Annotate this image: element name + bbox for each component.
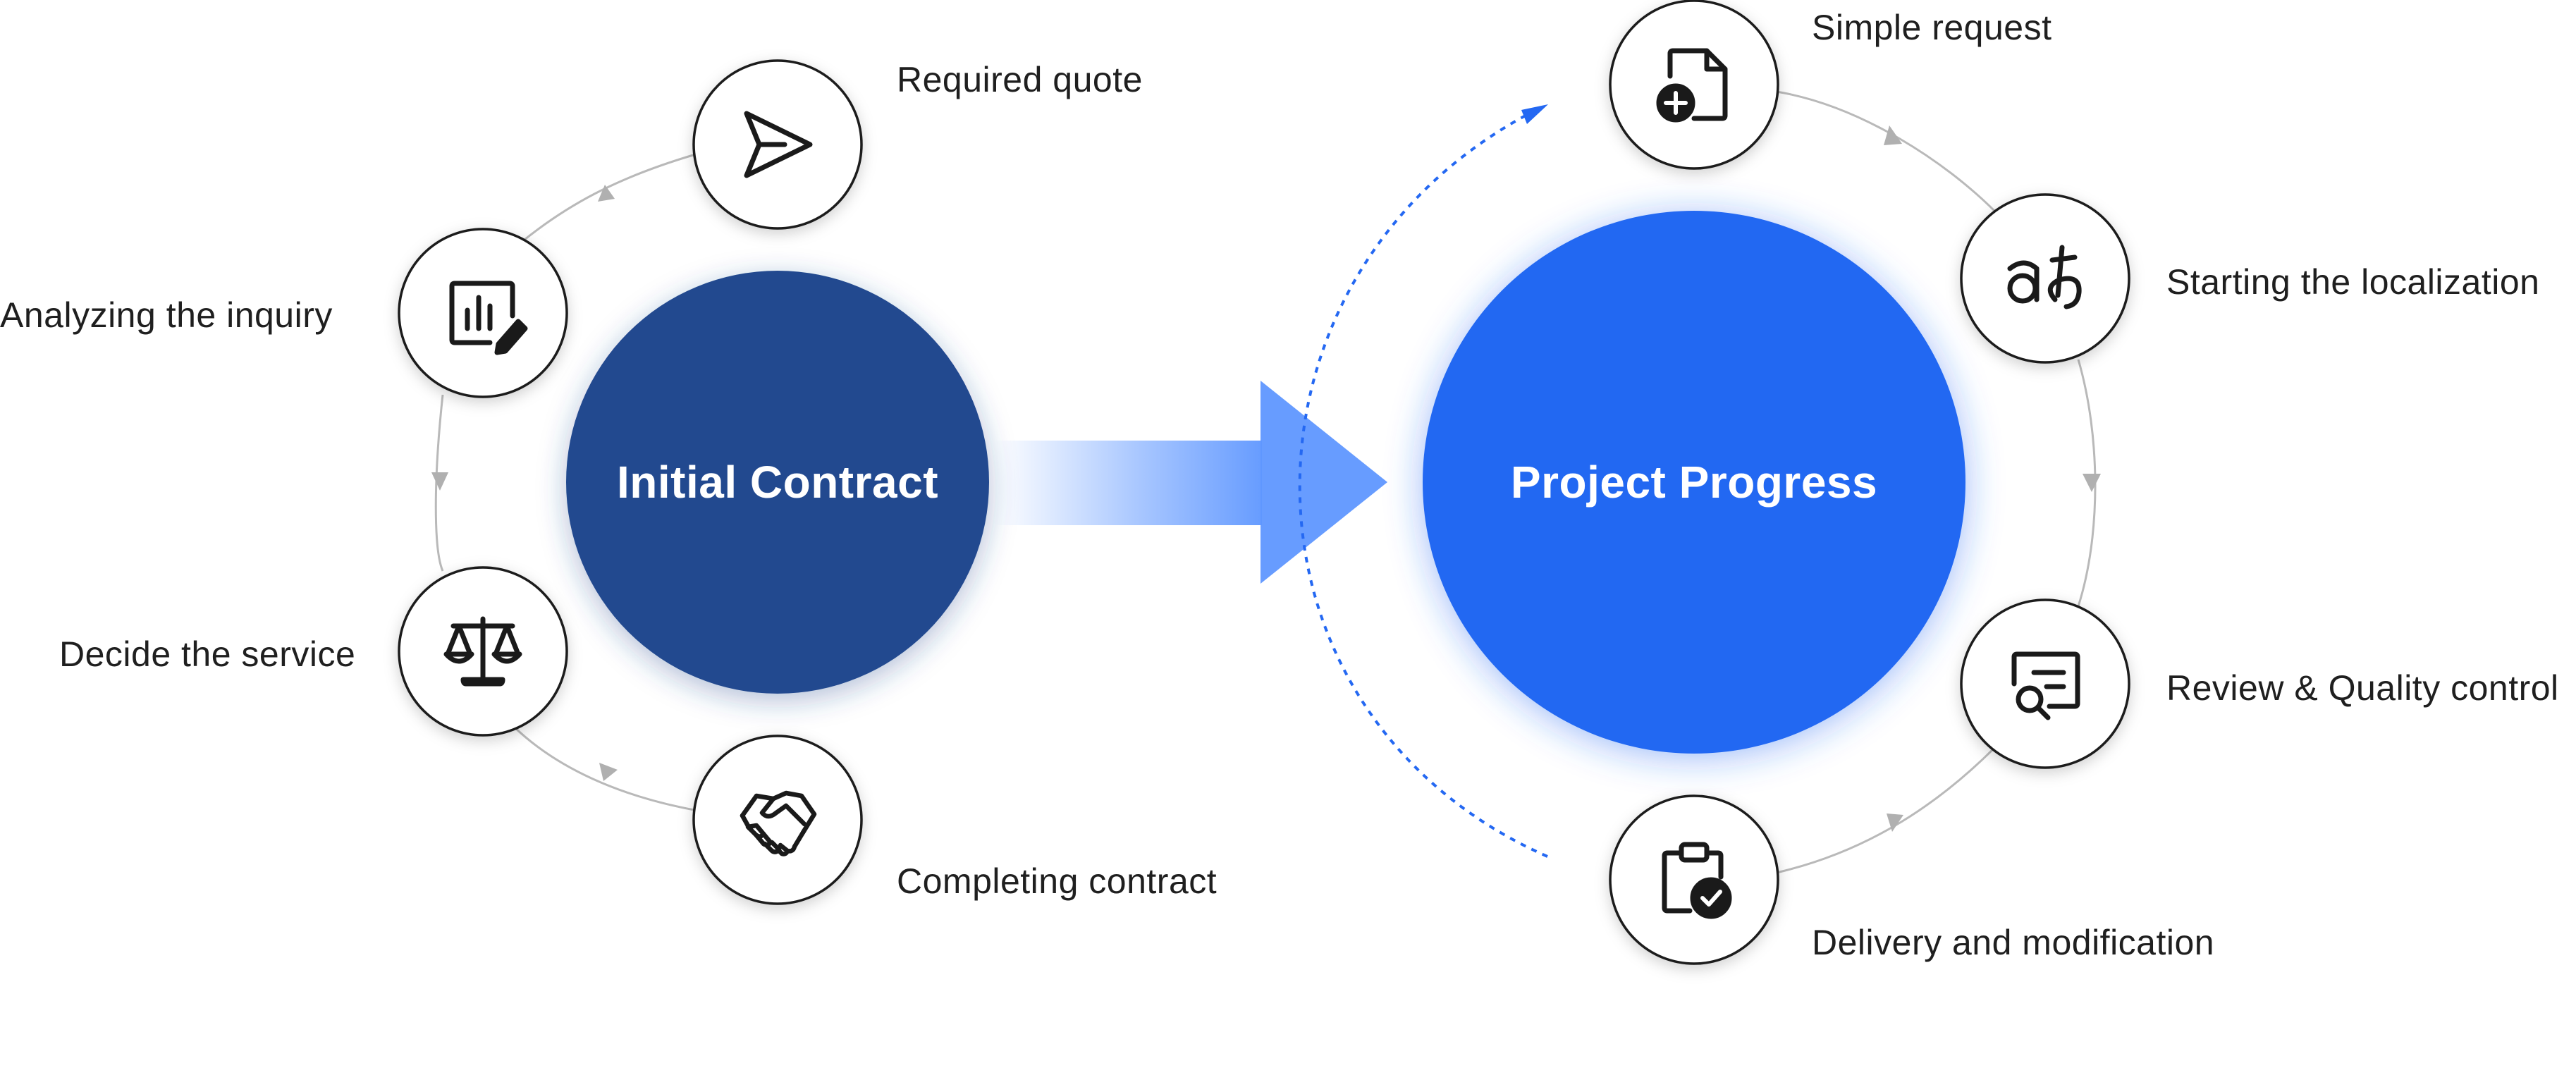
- translate-icon: [2007, 245, 2082, 309]
- left-connector-arrows: [431, 185, 618, 781]
- node-review-quality: [1960, 598, 2130, 769]
- transition-arrow: [994, 381, 1387, 584]
- decide-service-label: Decide the service: [59, 634, 356, 674]
- node-simple-request: [1609, 0, 1779, 170]
- node-starting-localization: [1960, 193, 2130, 364]
- connector-arrowhead: [431, 472, 448, 491]
- node-analyzing-inquiry: [398, 228, 568, 398]
- node-required-quote: [692, 59, 863, 230]
- left-connectors: [434, 152, 699, 812]
- right-connector-arrows: [1884, 125, 2101, 832]
- delivery-modification-label: Delivery and modification: [1812, 923, 2215, 962]
- connector-request-to-localization: [1776, 90, 1997, 213]
- node-completing-contract: [692, 735, 863, 905]
- simple-request-label: Simple request: [1812, 8, 2052, 47]
- project-progress-hub: [1423, 211, 1965, 754]
- handshake-icon: [740, 790, 817, 856]
- feedback-loop-arrow: [1298, 104, 1548, 858]
- starting-localization-label: Starting the localization: [2166, 262, 2540, 302]
- send-icon: [744, 111, 813, 178]
- review-quality-label: Review & Quality control: [2166, 668, 2559, 708]
- analyzing-inquiry-label: Analyzing the inquiry: [0, 295, 333, 335]
- connector-review-to-delivery: [1776, 746, 1997, 874]
- initial-contract-hub: [566, 271, 989, 694]
- report-edit-icon: [449, 281, 528, 355]
- node-decide-service: [398, 566, 568, 737]
- required-quote-label: Required quote: [897, 60, 1143, 99]
- connector-arrowhead: [598, 185, 615, 202]
- connector-localization-to-review: [2077, 359, 2097, 607]
- scales-icon: [443, 616, 522, 687]
- file-add-icon: [1656, 48, 1728, 123]
- node-delivery-modification: [1609, 794, 1779, 965]
- connector-arrowhead: [1884, 125, 1902, 145]
- connector-arrowhead: [599, 763, 618, 781]
- review-search-icon: [2011, 651, 2080, 720]
- connector-arrowhead: [1887, 813, 1903, 832]
- project-progress-label: Project Progress: [1510, 457, 1878, 508]
- initial-contract-label: Initial Contract: [616, 457, 939, 508]
- connector-analyze-to-decide: [434, 394, 444, 572]
- connector-quote-to-analyze: [507, 152, 699, 255]
- connector-decide-to-contract: [512, 725, 699, 812]
- connector-arrowhead: [2083, 474, 2101, 492]
- clipboard-check-icon: [1662, 842, 1732, 919]
- completing-contract-label: Completing contract: [897, 861, 1218, 901]
